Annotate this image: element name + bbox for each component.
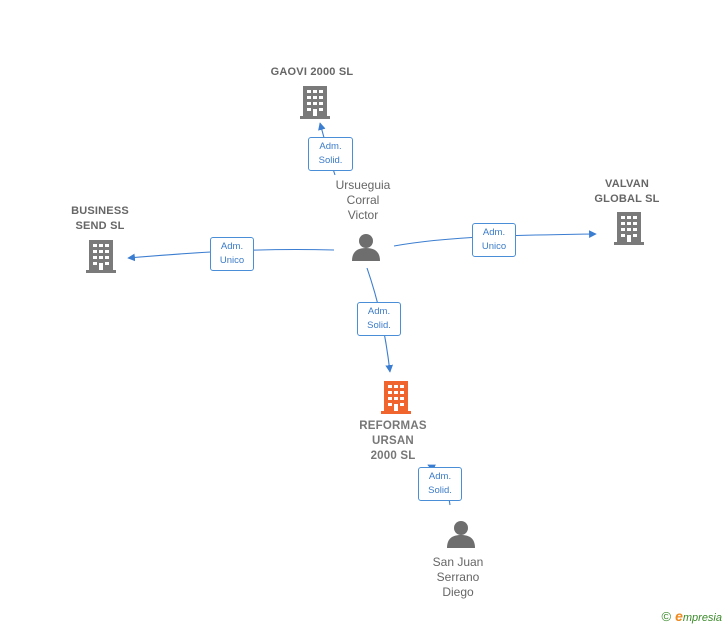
node-ursueguia-label[interactable]: Ursueguia Corral Victor bbox=[335, 178, 391, 222]
node-sanjuan-label[interactable]: San Juan Serrano Diego bbox=[432, 555, 484, 599]
brand-logo-text: mpresia bbox=[682, 612, 722, 624]
node-gaovi-label[interactable]: GAOVI 2000 SL bbox=[270, 66, 354, 78]
brand-logo-initial: e bbox=[675, 608, 683, 624]
person-icon[interactable] bbox=[352, 234, 380, 261]
role-badge-reformas[interactable]: Adm. Solid. bbox=[357, 302, 401, 336]
building-icon[interactable] bbox=[86, 240, 116, 273]
role-badge-gaovi[interactable]: Adm. Solid. bbox=[308, 137, 353, 171]
person-icon[interactable] bbox=[447, 521, 475, 548]
node-business-label[interactable]: BUSINESS SEND SL bbox=[71, 205, 129, 232]
copyright-symbol: © bbox=[661, 609, 672, 624]
role-badge-business[interactable]: Adm. Unico bbox=[210, 237, 254, 271]
brand-watermark: ©empresia bbox=[661, 608, 722, 624]
node-reformas-label[interactable]: REFORMAS URSAN 2000 SL bbox=[359, 420, 427, 462]
building-icon[interactable] bbox=[381, 381, 411, 414]
role-badge-valvan[interactable]: Adm. Unico bbox=[472, 223, 516, 257]
building-icon[interactable] bbox=[614, 212, 644, 245]
node-valvan-label[interactable]: VALVAN GLOBAL SL bbox=[594, 178, 660, 205]
role-badge-sanjuan[interactable]: Adm. Solid. bbox=[418, 467, 462, 501]
building-icon[interactable] bbox=[300, 86, 330, 119]
